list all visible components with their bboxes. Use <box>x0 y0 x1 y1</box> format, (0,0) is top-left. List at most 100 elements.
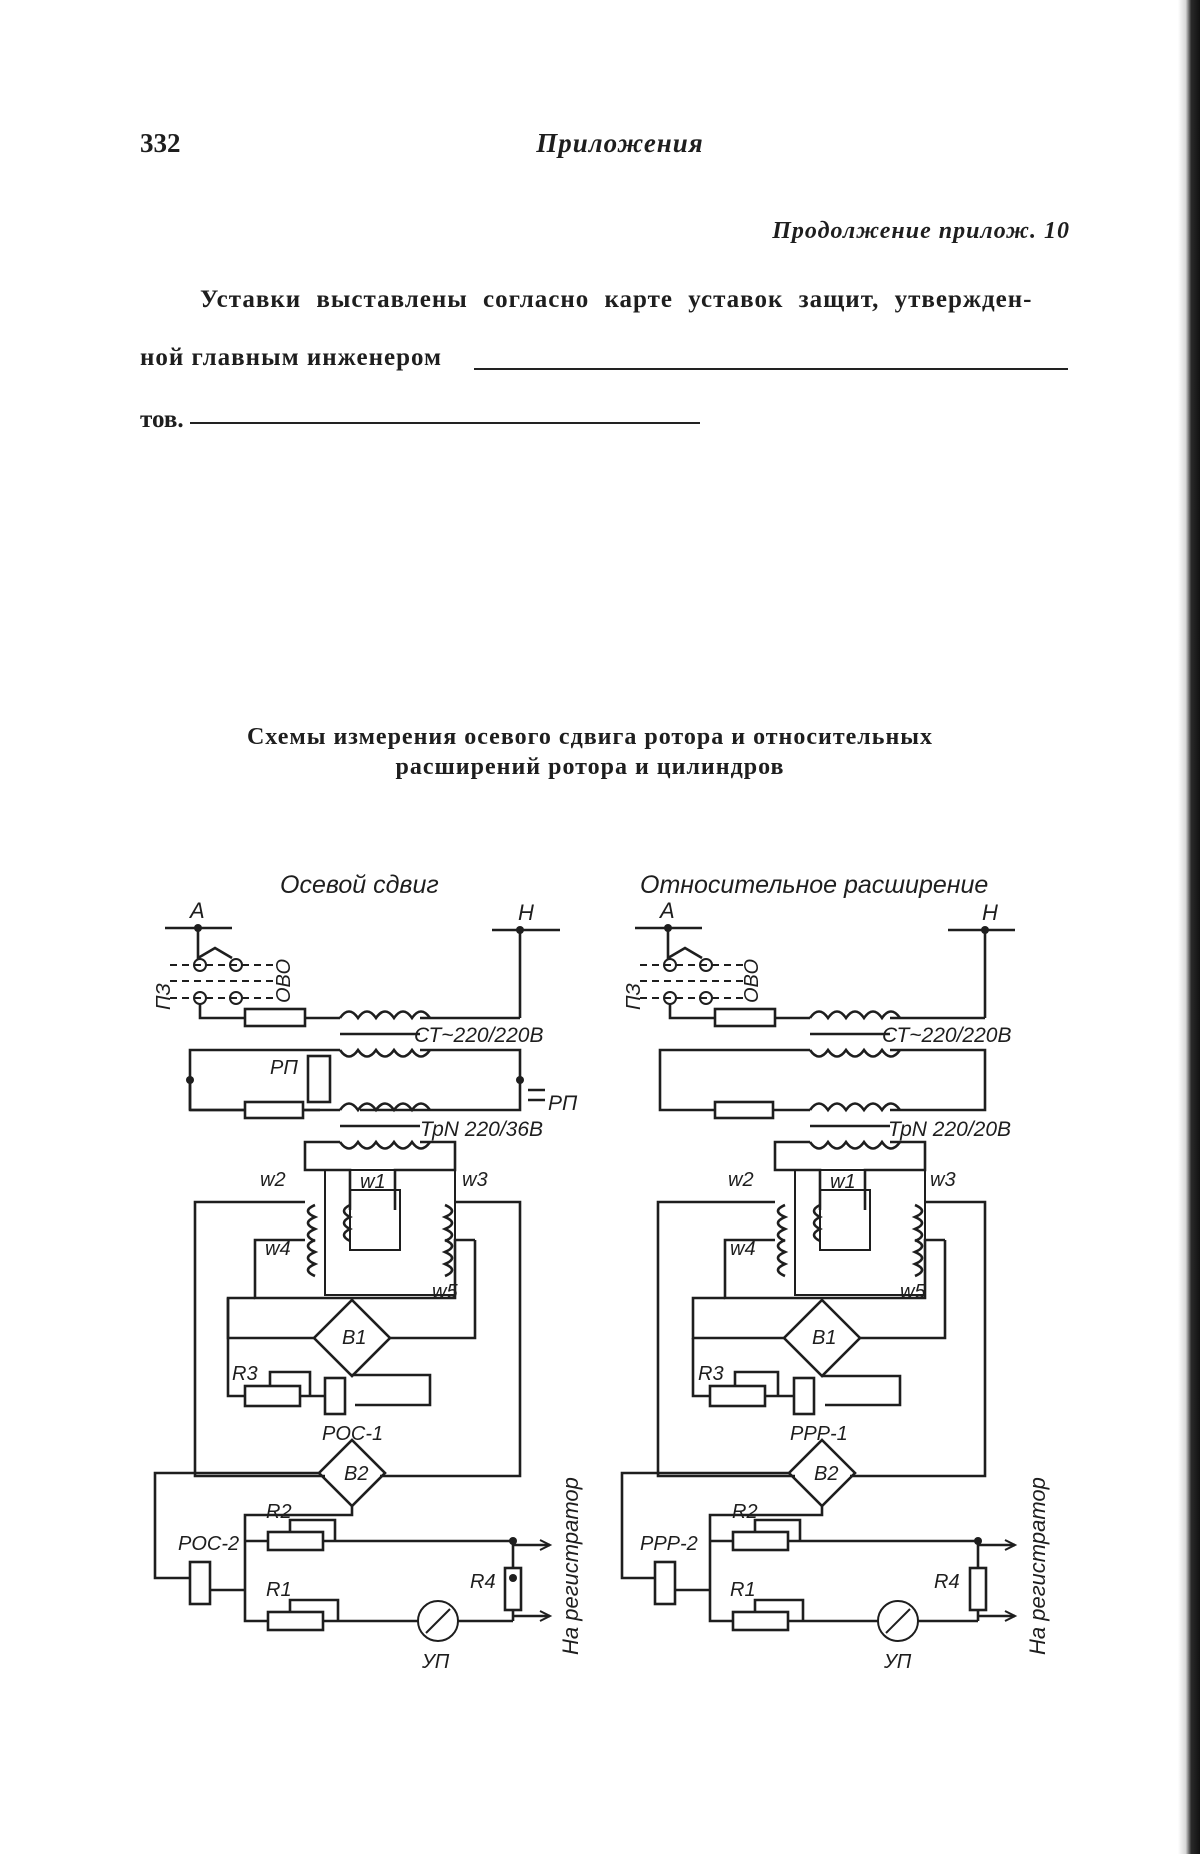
caption-axial-shift: Осевой сдвиг <box>280 871 439 899</box>
resistor-r2 <box>731 1530 790 1552</box>
resistor-r4 <box>968 1566 988 1612</box>
st-secondary-coil <box>808 1047 902 1058</box>
fuse <box>243 1007 307 1028</box>
wire <box>863 1140 927 1210</box>
label-relay2: РОС-2 <box>178 1533 239 1555</box>
meter-needle <box>885 1608 911 1634</box>
label-meter: УП <box>421 1651 450 1673</box>
label-relay-contact: РП <box>548 1092 578 1115</box>
wire <box>658 1048 810 1112</box>
label-r2: R2 <box>266 1501 292 1523</box>
resistor-r2 <box>266 1530 325 1552</box>
wire <box>390 1240 477 1340</box>
wire <box>153 1471 319 1552</box>
schematic-axial-shift: Осевой сдвиг А Н ПЗ ОВО СТ~220/220В РП Р… <box>153 871 583 1673</box>
wire <box>226 1296 255 1338</box>
r3-slider <box>733 1370 780 1396</box>
wire <box>198 1004 245 1020</box>
label-bridge1: В1 <box>342 1327 366 1349</box>
label-r3: R3 <box>698 1363 724 1385</box>
label-switch: ПЗ <box>623 983 645 1010</box>
wire <box>243 1600 268 1623</box>
coil-w4 <box>776 1238 789 1278</box>
wire <box>303 1140 352 1210</box>
wire <box>253 1238 475 1300</box>
wire <box>890 1048 987 1112</box>
page-number: 332 <box>140 128 181 158</box>
label-recorder: На регистратор <box>1025 1477 1050 1655</box>
wire <box>723 1238 945 1300</box>
junction-node <box>509 1537 517 1545</box>
label-neutral: Н <box>982 900 998 925</box>
label-switch: ПЗ <box>153 983 175 1010</box>
tr-primary-coil <box>808 1102 902 1113</box>
label-r2: R2 <box>732 1501 758 1523</box>
wire <box>620 1552 655 1580</box>
junction-node <box>974 1537 982 1545</box>
body-text-line-2: ной главным инженером <box>140 344 443 371</box>
wire <box>380 1200 522 1478</box>
wire <box>656 1200 795 1478</box>
running-head: Приложения <box>536 128 704 158</box>
label-stab-transformer: СТ~220/220В <box>414 1024 543 1047</box>
coil-w4 <box>306 1238 319 1278</box>
tr-secondary-coil <box>808 1139 902 1150</box>
st-primary-coil <box>338 1010 432 1021</box>
blank-fill-line-1 <box>474 368 1068 370</box>
relay-ros1 <box>323 1376 347 1416</box>
r2-slider <box>753 1518 802 1542</box>
label-w4: w4 <box>730 1238 756 1260</box>
tr-secondary-coil <box>338 1139 432 1150</box>
st-primary-coil <box>808 1010 902 1021</box>
label-r3: R3 <box>232 1363 258 1385</box>
relay-coil-rp <box>306 1054 332 1104</box>
label-w3: w3 <box>930 1169 956 1191</box>
wire <box>226 1338 245 1398</box>
body-text-line-3: тов. <box>140 406 184 433</box>
continuation-note: Продолжение прилож. 10 <box>772 218 1070 244</box>
label-w2: w2 <box>260 1169 286 1191</box>
wire <box>708 1506 824 1600</box>
label-w5: w5 <box>900 1281 926 1303</box>
wire <box>350 1373 432 1407</box>
coil-w1 <box>812 1203 823 1243</box>
sensor-core <box>794 1169 926 1296</box>
figure-title: Схемы измерения осевого сдвига ротора и … <box>140 722 1040 782</box>
wire <box>193 1200 325 1478</box>
wire <box>822 1374 902 1407</box>
wire <box>620 1471 789 1552</box>
r1-slider <box>288 1598 340 1621</box>
label-r4: R4 <box>934 1571 960 1593</box>
meter-needle <box>425 1608 451 1634</box>
label-bridge2: В2 <box>344 1463 368 1485</box>
page-edge-shadow <box>1178 0 1200 1854</box>
fuse <box>243 1100 305 1120</box>
arrow-icon <box>1004 1539 1018 1551</box>
wire <box>691 1338 710 1398</box>
label-phase-a: А <box>188 898 205 923</box>
coil-w3 <box>911 1203 924 1243</box>
label-phase-a: А <box>658 898 675 923</box>
label-relay: РП <box>270 1057 298 1079</box>
st-secondary-coil <box>338 1047 432 1058</box>
wire <box>226 1298 314 1340</box>
label-stab-transformer: СТ~220/220В <box>882 1024 1011 1047</box>
arrow-icon <box>539 1610 553 1622</box>
wire <box>860 1240 947 1340</box>
relay-rrr1 <box>792 1376 816 1416</box>
r3-slider <box>268 1370 312 1396</box>
blank-fill-line-2 <box>190 422 700 424</box>
label-w3: w3 <box>462 1169 488 1191</box>
wire <box>360 1048 522 1112</box>
sensor-core <box>324 1169 456 1296</box>
resistor-r1 <box>266 1610 325 1632</box>
wire <box>243 1506 354 1600</box>
wire <box>773 1140 822 1210</box>
label-r1: R1 <box>730 1579 756 1601</box>
label-w1: w1 <box>360 1171 386 1193</box>
label-power-transformer: ТрN 220/20В <box>888 1118 1011 1141</box>
resistor-r3 <box>243 1384 302 1408</box>
label-w2: w2 <box>728 1169 754 1191</box>
label-selector: ОВО <box>741 959 763 1003</box>
label-bridge1: В1 <box>812 1327 836 1349</box>
